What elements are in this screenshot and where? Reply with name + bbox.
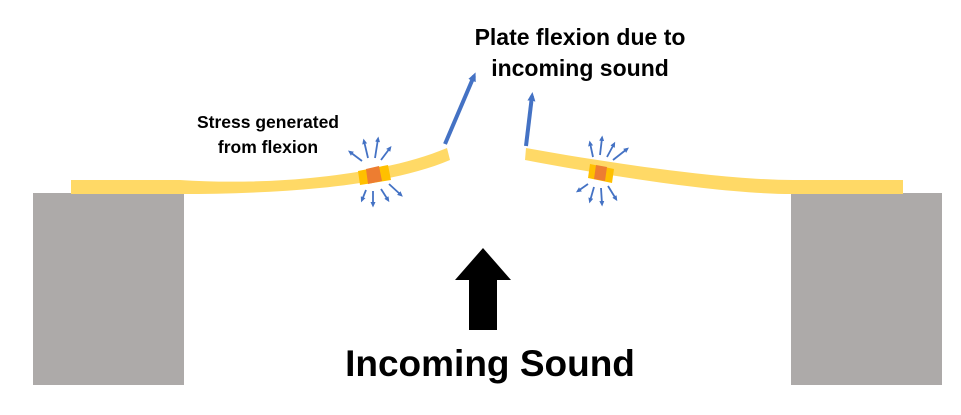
right-plate [525,148,903,194]
plate-flexion-label-line1: Plate flexion due to [474,24,686,50]
plate-flexion-label-line2: incoming sound [491,55,669,81]
right-stress-zone [588,164,614,183]
stress-label: Stress generated from flexion [178,110,358,160]
left-flexion-arrow [443,72,476,145]
stress-label-line2: from flexion [217,137,319,157]
right-stress-arrows [575,135,629,207]
left-stress-arrows [348,136,403,208]
right-support-block [791,193,942,385]
left-stress-zone [358,165,391,185]
plate-flexion-label: Plate flexion due to incoming sound [430,22,730,84]
left-plate [71,148,450,194]
incoming-sound-label: Incoming Sound [345,343,635,384]
stress-label-line1: Stress generated [196,112,339,132]
left-support-block [33,193,184,385]
right-flexion-arrow [524,92,536,147]
incoming-sound-arrow [455,248,511,330]
